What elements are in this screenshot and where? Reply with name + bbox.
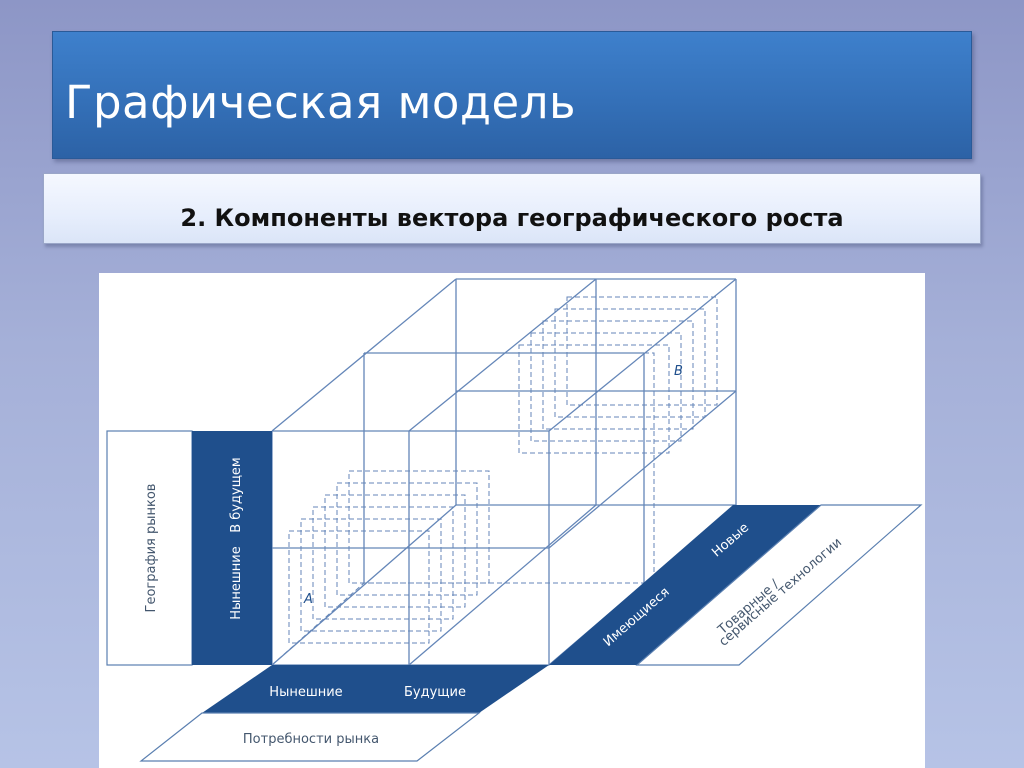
dashed-rect-a-1	[288, 530, 430, 644]
geography-axis-title: География рынков	[144, 484, 159, 613]
geography-title-panel	[106, 430, 193, 666]
geography-option-current: Нынешние	[229, 546, 244, 619]
dashed-rect-a-2	[300, 518, 442, 632]
subtitle-bar: 2. Компоненты вектора географического ро…	[43, 173, 981, 244]
technology-options-panel	[549, 505, 821, 665]
diagram-canvas: А В География рынков Нынешние В будущем …	[106, 278, 923, 762]
dashed-rect-a-5	[336, 482, 478, 596]
point-a-label: А	[303, 592, 313, 607]
geography-option-future: В будущем	[229, 457, 244, 533]
dashed-rect-b-4	[554, 308, 706, 418]
needs-option-current: Нынешние	[269, 685, 342, 700]
dashed-rect-a-4	[324, 494, 466, 608]
dashed-rect-a-3	[312, 506, 454, 620]
dashed-rect-b-1	[518, 344, 670, 454]
axis-geography: География рынков Нынешние В будущем	[106, 430, 272, 666]
geography-options-panel	[192, 431, 272, 665]
axis-technology: Имеющиеся Новые Товарные / сервисные тех…	[549, 504, 923, 666]
needs-option-future: Будущие	[404, 685, 466, 700]
needs-title-panel	[139, 712, 481, 762]
slide-subtitle: 2. Компоненты вектора географического ро…	[180, 204, 844, 232]
point-b-label: В	[674, 364, 683, 379]
needs-options-panel	[202, 665, 549, 713]
dashed-rect-b-2	[530, 332, 682, 442]
axis-needs: Нынешние Будущие Потребности рынка	[139, 665, 549, 762]
needs-axis-title: Потребности рынка	[243, 732, 379, 747]
edge-top-right	[548, 278, 737, 432]
edge-floor-mid	[408, 504, 597, 666]
edge-right-middle	[548, 390, 737, 549]
dashed-middle-frame	[363, 352, 655, 584]
dashed-rect-b-3	[542, 320, 694, 430]
dashed-rect-a-6	[348, 470, 490, 584]
slide-title: Графическая модель	[65, 76, 577, 129]
dashed-box-b	[518, 296, 718, 454]
title-bar: Графическая модель	[52, 31, 972, 159]
technology-title-panel	[635, 504, 923, 666]
dashed-box-a	[288, 470, 490, 644]
dashed-diag-1	[271, 582, 365, 666]
dashed-rect-b-5	[566, 296, 718, 406]
edge-top-mid	[408, 278, 597, 432]
growth-vector-diagram: А В География рынков Нынешние В будущем …	[99, 273, 925, 768]
